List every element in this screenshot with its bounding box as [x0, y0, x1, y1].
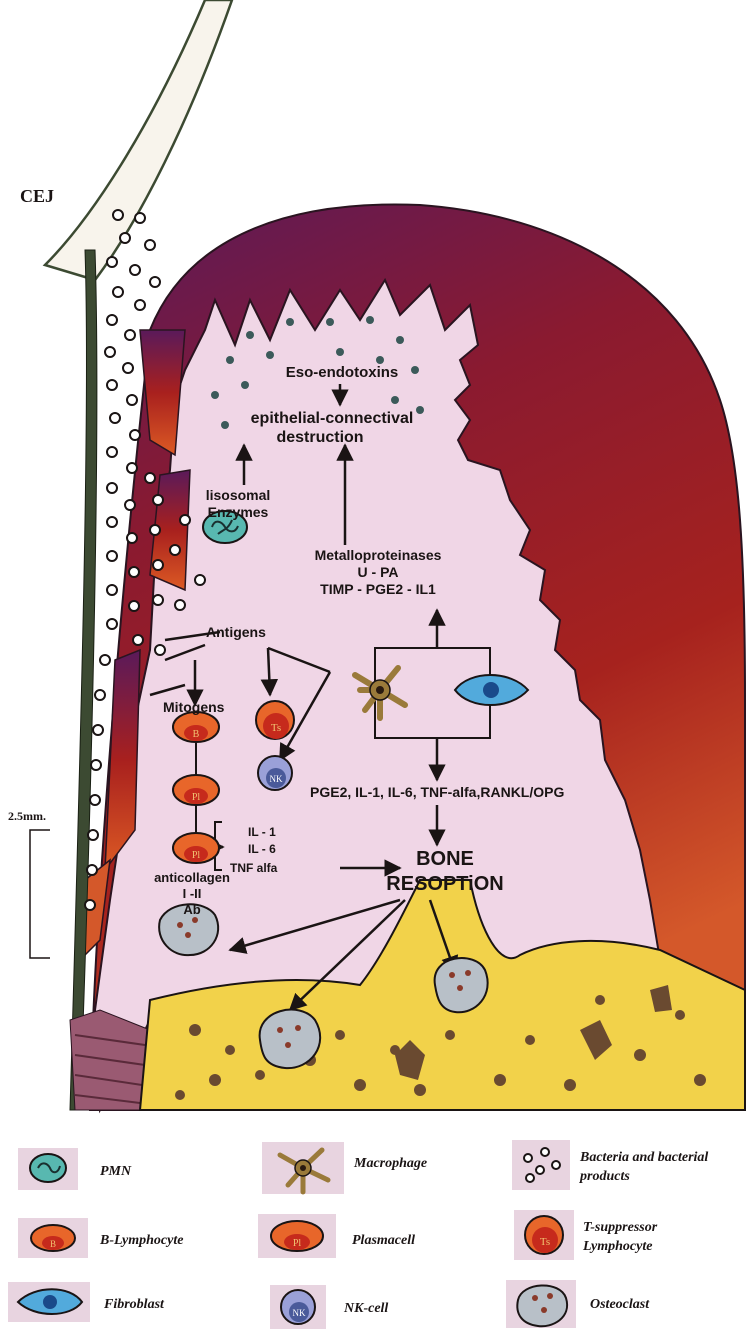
anticollagen-label-3: Ab: [183, 902, 200, 917]
legend-macrophage: Macrophage: [353, 1156, 427, 1171]
legend-blymph: B-Lymphocyte: [99, 1233, 183, 1248]
legend-ts-letter: Ts: [540, 1236, 550, 1248]
cytokines-label: PGE2, IL-1, IL-6, TNF-alfa,RANKL/OPG: [310, 784, 564, 800]
legend-tsup-2: Lymphocyte: [582, 1239, 652, 1254]
ts-cell: Ts: [256, 701, 294, 739]
il1-label: IL - 1: [248, 825, 276, 839]
anticollagen-label-2: I -II: [183, 886, 202, 901]
legend-osteo: Osteoclast: [590, 1297, 650, 1312]
osteoclast-2: [260, 1010, 321, 1069]
distance-label: 2.5mm.: [8, 809, 46, 823]
legend: PMN Macrophage Bacteria and bacterial pr…: [8, 1140, 708, 1329]
plasma-label-1: Pl: [192, 792, 201, 803]
il6-label: IL - 6: [248, 842, 276, 856]
legend-tsup-1: T-suppressor: [583, 1220, 658, 1235]
destruction-label-1: epithelial-connectival: [251, 410, 414, 427]
tnf-label: TNF alfa: [230, 861, 278, 875]
legend-b-letter: B: [50, 1239, 56, 1249]
b-cell: B: [173, 712, 219, 742]
legend-fibro: Fibroblast: [103, 1297, 165, 1312]
eso-label: Eso-endotoxins: [286, 364, 399, 381]
bone-label-1: BONE: [416, 848, 474, 870]
tooth-crown: [45, 0, 232, 280]
cej-label: CEJ: [20, 186, 54, 206]
metallo-label-2: U - PA: [358, 564, 399, 580]
b-label: B: [193, 729, 200, 740]
mitogens-label: Mitogens: [163, 699, 225, 715]
osteoclast-3: [435, 958, 488, 1012]
legend-nk-letter: NK: [293, 1308, 306, 1318]
legend-pl-letter: Pl: [293, 1238, 302, 1249]
distance-bracket: [30, 830, 50, 958]
plasma-cell-2: Pl: [173, 833, 219, 863]
lisosomal-label-2: Enzymes: [208, 504, 269, 520]
tooth-root-line: [70, 250, 97, 1110]
legend-bacteria-1: Bacteria and bacterial: [579, 1150, 708, 1165]
plasma-cell-1: Pl: [173, 775, 219, 805]
legend-nk: NK-cell: [343, 1301, 388, 1316]
anticollagen-label-1: anticollagen: [154, 870, 230, 885]
antigens-label: Antigens: [206, 624, 266, 640]
ts-label: Ts: [271, 722, 281, 734]
lisosomal-label-1: lisosomal: [206, 487, 271, 503]
nk-label: NK: [270, 774, 283, 784]
metallo-label-1: Metalloproteinases: [315, 547, 442, 563]
destruction-label-2: destruction: [276, 429, 363, 446]
legend-bacteria-2: products: [579, 1169, 630, 1184]
legend-box-bacteria: [512, 1140, 570, 1190]
plasma-label-2: Pl: [192, 850, 201, 861]
legend-pmn: PMN: [100, 1164, 132, 1179]
legend-plasma: Plasmacell: [352, 1233, 415, 1248]
nk-cell: NK: [258, 756, 292, 790]
metallo-label-3: TIMP - PGE2 - IL1: [320, 581, 436, 597]
bone-label-2: RESOPTiON: [386, 873, 503, 895]
